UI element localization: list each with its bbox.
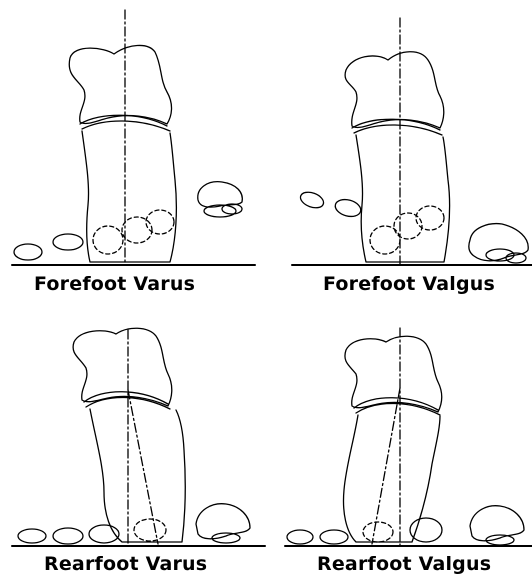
toe-bone — [18, 529, 46, 543]
metatarsal-head — [416, 206, 444, 230]
metatarsal-head — [93, 226, 123, 254]
toe-bone — [363, 522, 393, 542]
toe-bone — [53, 234, 83, 250]
toe-bone — [53, 528, 83, 544]
panel-rearfoot-varus — [12, 328, 265, 546]
caption-rearfoot-valgus: Rearfoot Valgus — [317, 553, 491, 575]
talus-bone — [345, 336, 442, 412]
toe-bone — [320, 530, 348, 544]
caption-rearfoot-varus: Rearfoot Varus — [44, 553, 207, 575]
toe-bone — [287, 530, 313, 544]
metatarsal-head — [146, 210, 174, 234]
metatarsal-head — [394, 213, 422, 239]
talus-bone — [345, 52, 444, 128]
talus-bone — [69, 45, 171, 124]
toe-bone — [298, 189, 325, 210]
caption-forefoot-valgus: Forefoot Valgus — [323, 273, 495, 295]
toe-bone — [469, 224, 528, 261]
metatarsal-head — [122, 217, 152, 243]
toe-bone — [198, 182, 243, 207]
panel-rearfoot-valgus — [285, 328, 532, 546]
panel-forefoot-valgus — [292, 18, 532, 265]
toe-bone — [204, 205, 236, 217]
calcaneus-bone — [82, 131, 176, 262]
toe-bone — [222, 204, 242, 214]
toe-bone — [333, 197, 362, 219]
caption-forefoot-varus: Forefoot Varus — [34, 273, 195, 295]
calcaneal-bisection-axis — [128, 390, 158, 544]
panel-forefoot-varus — [12, 10, 255, 265]
talus-bone — [73, 328, 172, 406]
toe-bone — [14, 244, 42, 260]
metatarsal-head — [370, 226, 400, 254]
toe-bone — [410, 518, 442, 542]
calcaneal-bisection-axis — [372, 388, 400, 544]
toe-bone — [134, 519, 166, 541]
calcaneus-bone — [90, 409, 185, 542]
